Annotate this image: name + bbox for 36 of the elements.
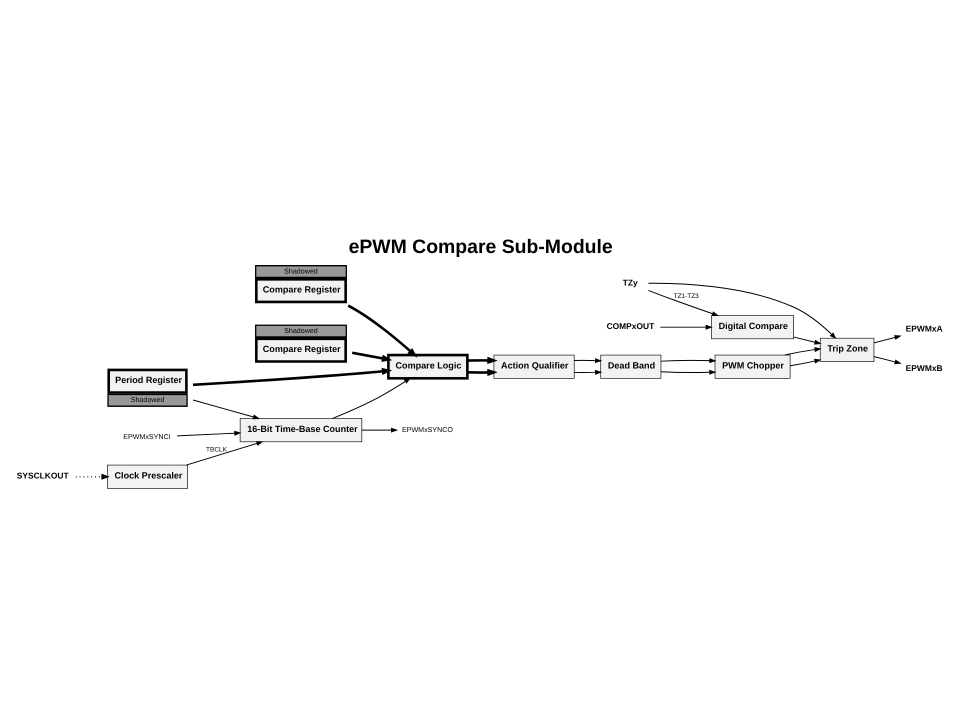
arrow bbox=[468, 368, 498, 376]
node-box: Digital Compare bbox=[711, 314, 794, 339]
arrow bbox=[784, 346, 822, 355]
arrow bbox=[361, 427, 398, 432]
arrow bbox=[648, 289, 720, 316]
arrow bbox=[874, 356, 902, 364]
arrow bbox=[660, 358, 716, 363]
node-text: EPWMxB bbox=[906, 362, 943, 372]
node-box: Compare Logic bbox=[387, 353, 469, 380]
node-box: Dead Band bbox=[600, 354, 662, 378]
node-box: 16-Bit Time-Base Counter bbox=[240, 418, 362, 442]
arrow bbox=[468, 356, 498, 364]
diagram-title: ePWM Compare Sub-Module bbox=[348, 236, 613, 258]
arrow bbox=[574, 358, 602, 363]
arrow bbox=[176, 430, 242, 436]
arrow bbox=[186, 440, 264, 466]
node-text: COMPxOUT bbox=[606, 320, 654, 330]
arrow bbox=[76, 473, 110, 480]
arrow bbox=[660, 324, 713, 330]
arrow bbox=[660, 369, 716, 374]
arrow bbox=[332, 377, 412, 418]
arrow bbox=[192, 367, 392, 386]
arrow bbox=[574, 369, 602, 374]
node-text: EPWMxA bbox=[906, 322, 943, 333]
arrow bbox=[874, 334, 902, 343]
arrow bbox=[352, 351, 392, 362]
node-box: Trip Zone bbox=[820, 337, 874, 362]
arrow bbox=[192, 399, 260, 419]
node-box: Clock Prescaler bbox=[107, 464, 188, 488]
node-box: PWM Chopper bbox=[714, 354, 790, 378]
node-text: SYSCLKOUT bbox=[16, 470, 69, 480]
node-box: Action Qualifier bbox=[494, 354, 575, 378]
arrow bbox=[793, 336, 822, 344]
node-text: TZy bbox=[622, 276, 638, 287]
arrow bbox=[790, 358, 822, 366]
arrow bbox=[348, 304, 418, 358]
